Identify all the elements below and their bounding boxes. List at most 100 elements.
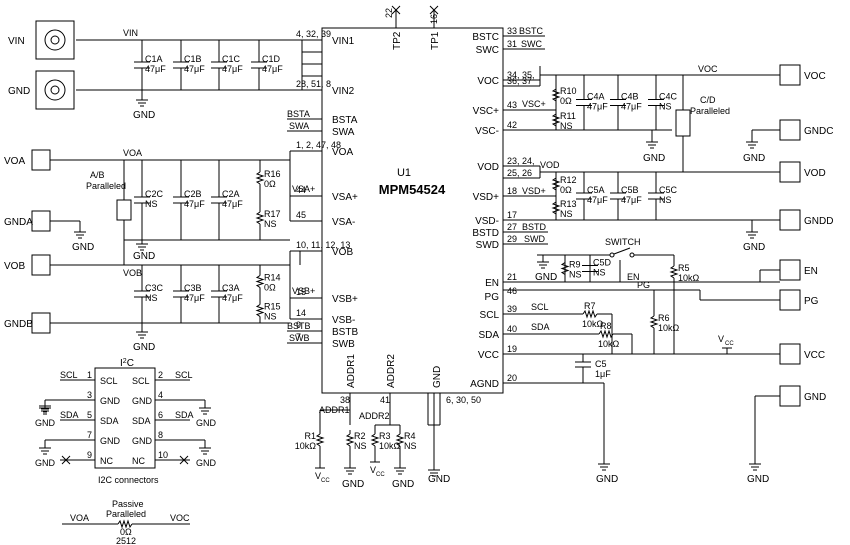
svg-text:R16: R16 <box>264 169 281 179</box>
svg-text:ADDR1: ADDR1 <box>346 354 357 388</box>
svg-text:VSC-: VSC- <box>475 126 499 137</box>
svg-text:47μF: 47μF <box>621 195 642 205</box>
svg-text:VOB: VOB <box>4 261 25 272</box>
connector-en[interactable]: EN <box>779 259 818 281</box>
svg-text:C1C: C1C <box>222 54 241 64</box>
connector-gndd[interactable]: GNDD <box>779 209 833 231</box>
svg-text:C4A: C4A <box>587 92 605 102</box>
connector-vin[interactable]: VIN <box>8 20 75 60</box>
svg-text:VOD: VOD <box>804 168 826 179</box>
svg-text:GND: GND <box>535 272 557 283</box>
svg-text:VSC+: VSC+ <box>473 106 500 117</box>
svg-text:VIN: VIN <box>8 36 25 47</box>
svg-text:SDA: SDA <box>100 416 119 426</box>
svg-text:Paralleled: Paralleled <box>86 181 126 191</box>
connector-vcc[interactable]: VCC <box>779 343 825 365</box>
svg-text:C5A: C5A <box>587 185 605 195</box>
svg-text:C3C: C3C <box>145 283 164 293</box>
svg-text:GND: GND <box>132 396 153 406</box>
svg-text:C2B: C2B <box>184 189 202 199</box>
svg-text:PG: PG <box>485 292 500 303</box>
svg-text:47μF: 47μF <box>145 64 166 74</box>
connector-gnda[interactable]: GNDA <box>4 210 51 232</box>
svg-text:GNDA: GNDA <box>4 217 33 228</box>
connector-gndb[interactable]: GNDB <box>4 312 51 334</box>
svg-text:TP1: TP1 <box>430 31 441 50</box>
svg-text:GND: GND <box>743 153 765 164</box>
svg-text:34, 35,: 34, 35, <box>507 70 535 80</box>
svg-text:BSTC: BSTC <box>519 26 544 36</box>
connector-gndc[interactable]: GNDC <box>779 119 833 141</box>
connector-gnd[interactable]: GND <box>8 70 75 110</box>
svg-text:EN: EN <box>485 278 499 289</box>
svg-text:SCL: SCL <box>132 376 150 386</box>
connector-voa[interactable]: VOA <box>4 149 51 171</box>
svg-text:SWD: SWD <box>476 240 499 251</box>
svg-text:VSD+: VSD+ <box>522 186 546 196</box>
svg-text:8: 8 <box>158 430 163 440</box>
svg-text:NC: NC <box>132 456 145 466</box>
svg-text:GND: GND <box>428 474 450 485</box>
svg-text:VOA: VOA <box>332 147 353 158</box>
svg-text:NS: NS <box>593 268 606 278</box>
svg-text:SCL: SCL <box>175 370 193 380</box>
svg-text:3: 3 <box>87 390 92 400</box>
pin-gnd: GND GND 6, 30, 50 <box>427 366 481 485</box>
svg-text:R7: R7 <box>584 301 596 311</box>
svg-text:47μF: 47μF <box>587 195 608 205</box>
connector-vob[interactable]: VOB <box>4 254 51 276</box>
svg-text:27: 27 <box>507 222 517 232</box>
svg-text:10kΩ: 10kΩ <box>379 441 401 451</box>
svg-text:CC: CC <box>725 341 734 347</box>
svg-text:10kΩ: 10kΩ <box>678 273 700 283</box>
svg-text:VSA+: VSA+ <box>292 184 315 194</box>
svg-text:SWB: SWB <box>332 339 355 350</box>
svg-text:SWD: SWD <box>524 234 545 244</box>
test-point-tp2: 22 TP2 <box>384 5 403 50</box>
svg-text:C5B: C5B <box>621 185 639 195</box>
svg-text:20: 20 <box>507 373 517 383</box>
svg-text:V: V <box>718 334 724 344</box>
svg-text:C2C: C2C <box>145 189 164 199</box>
svg-text:SCL: SCL <box>60 370 78 380</box>
connector-vod[interactable]: VOD <box>779 161 826 183</box>
connector-gnd[interactable]: GND <box>779 385 826 407</box>
svg-text:NS: NS <box>659 102 672 112</box>
connector-pg[interactable]: PG <box>779 289 819 311</box>
svg-text:10kΩ: 10kΩ <box>295 441 317 451</box>
svg-text:36, 37: 36, 37 <box>507 76 532 86</box>
svg-text:39: 39 <box>507 304 517 314</box>
svg-text:BSTD: BSTD <box>522 222 547 232</box>
svg-text:Paralleled: Paralleled <box>690 106 730 116</box>
svg-text:GND: GND <box>196 418 217 428</box>
svg-text:47μF: 47μF <box>587 102 608 112</box>
svg-text:44: 44 <box>296 185 306 195</box>
svg-text:R8: R8 <box>600 321 612 331</box>
svg-text:1μF: 1μF <box>595 369 611 379</box>
pin-addr2: ADDR2 41 <box>380 354 397 425</box>
pin-right-7: 25, 26 <box>507 168 532 178</box>
chip-u1-body <box>321 27 504 394</box>
connector-voc[interactable]: VOC <box>779 64 826 86</box>
svg-text:R17: R17 <box>264 209 281 219</box>
